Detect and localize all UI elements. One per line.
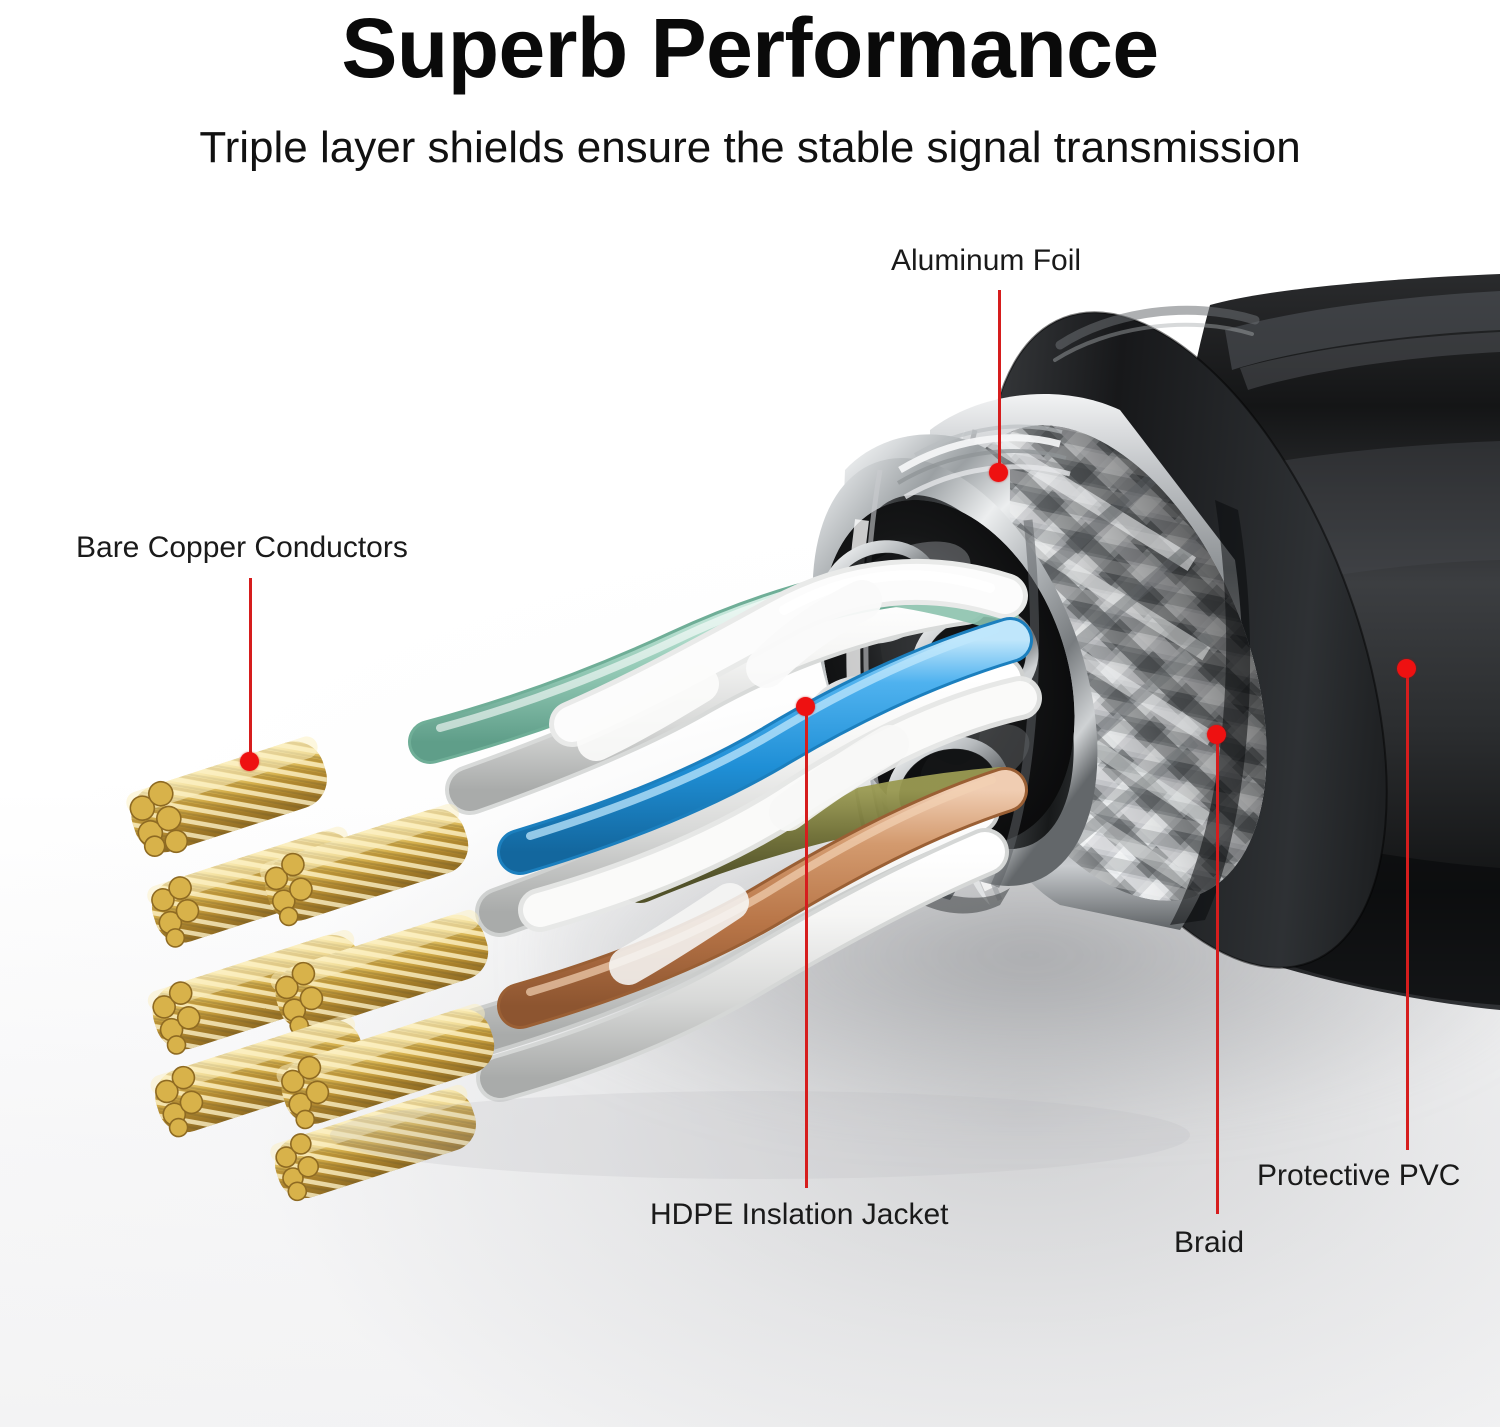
label-braid: Braid: [1174, 1226, 1245, 1259]
leader-dot-hdpe-insulation-jacket: [796, 697, 815, 716]
leader-dot-protective-pvc: [1397, 659, 1416, 678]
leader-line-aluminum-foil: [998, 290, 1001, 475]
leader-line-braid: [1216, 734, 1219, 1214]
page-subtitle: Triple layer shields ensure the stable s…: [199, 123, 1301, 172]
leader-dot-bare-copper-conductors: [240, 752, 259, 771]
background-shadow: [540, 790, 1500, 1120]
page-title: Superb Performance: [341, 1, 1159, 95]
leader-line-protective-pvc: [1406, 668, 1409, 1150]
leader-line-hdpe-insulation-jacket: [805, 706, 808, 1188]
label-aluminum-foil: Aluminum Foil: [891, 244, 1082, 277]
label-hdpe-insulation-jacket: HDPE Inslation Jacket: [650, 1198, 949, 1231]
label-bare-copper-conductors: Bare Copper Conductors: [76, 531, 408, 564]
leader-dot-aluminum-foil: [989, 463, 1008, 482]
leader-line-bare-copper-conductors: [249, 578, 252, 763]
label-protective-pvc: Protective PVC: [1257, 1159, 1461, 1192]
leader-dot-braid: [1207, 725, 1226, 744]
